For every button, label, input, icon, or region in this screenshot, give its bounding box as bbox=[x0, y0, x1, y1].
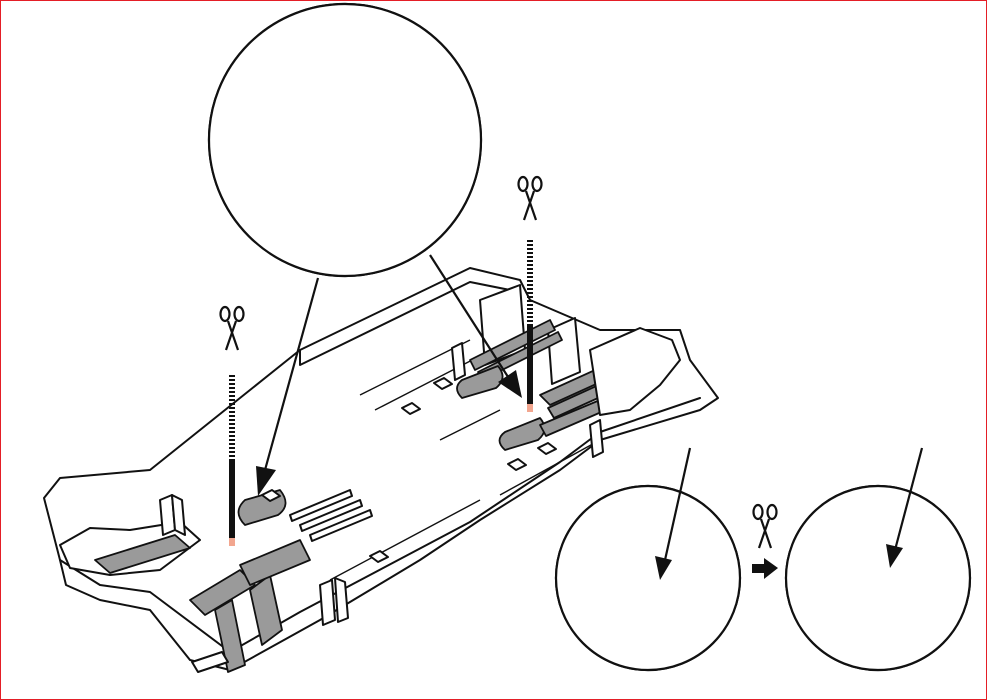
right-end-post bbox=[589, 419, 604, 458]
lens-pointer-before bbox=[663, 447, 692, 561]
tray-guide-line-5 bbox=[329, 499, 481, 581]
square-hole-3 bbox=[401, 402, 421, 415]
tray-foot bbox=[191, 651, 229, 673]
tray-back-wall bbox=[299, 281, 521, 366]
tape-left-solid bbox=[229, 460, 235, 540]
leader-arrowhead-right bbox=[498, 370, 522, 398]
scissors-icon bbox=[219, 305, 245, 351]
top-detail-lens bbox=[207, 2, 483, 278]
tray-guide-line-4 bbox=[499, 439, 601, 496]
left-rail-3 bbox=[309, 509, 373, 542]
tray-handle-grip bbox=[94, 534, 191, 574]
paper-tray bbox=[43, 267, 719, 673]
tray-front-edge bbox=[59, 397, 701, 653]
tape-right-highlight bbox=[527, 404, 533, 412]
right-rib-1 bbox=[469, 319, 556, 371]
post-2 bbox=[171, 494, 186, 536]
leader-arrows bbox=[256, 254, 522, 496]
square-hole-4 bbox=[433, 377, 453, 390]
square-hole-2 bbox=[261, 489, 281, 502]
lens-pointer-after-head bbox=[886, 544, 903, 568]
leader-line-right bbox=[429, 254, 511, 381]
tray-guide-line-3 bbox=[439, 409, 501, 441]
lens-pointer-before-head bbox=[655, 556, 672, 580]
square-hole-1 bbox=[369, 550, 389, 563]
step-arrow-icon bbox=[752, 558, 778, 579]
tape-right bbox=[527, 240, 533, 412]
left-rib-3 bbox=[214, 599, 246, 673]
leader-line-left bbox=[263, 277, 320, 471]
detail-lens-before bbox=[554, 447, 742, 672]
post-3 bbox=[319, 579, 336, 626]
scissors-icon bbox=[517, 175, 543, 221]
post-4 bbox=[334, 577, 349, 623]
tape-left-highlight bbox=[229, 538, 235, 546]
tape-right-solid bbox=[527, 325, 533, 405]
left-slider-bar bbox=[239, 539, 311, 586]
right-slider-tab bbox=[456, 365, 504, 399]
leader-arrowhead-left bbox=[256, 466, 276, 496]
right-end-post-2 bbox=[451, 342, 466, 381]
right-end-housing bbox=[589, 327, 681, 416]
left-rail-2 bbox=[299, 499, 363, 532]
square-hole-6 bbox=[537, 442, 557, 455]
tape-left bbox=[229, 375, 235, 546]
left-rib-1 bbox=[189, 569, 256, 616]
lens-pointer-after bbox=[893, 447, 924, 551]
square-hole-5 bbox=[507, 458, 527, 471]
scissors-icon bbox=[752, 503, 778, 549]
tray-base bbox=[43, 267, 719, 671]
left-rail-1 bbox=[289, 489, 353, 522]
detail-lens-after bbox=[784, 447, 972, 672]
